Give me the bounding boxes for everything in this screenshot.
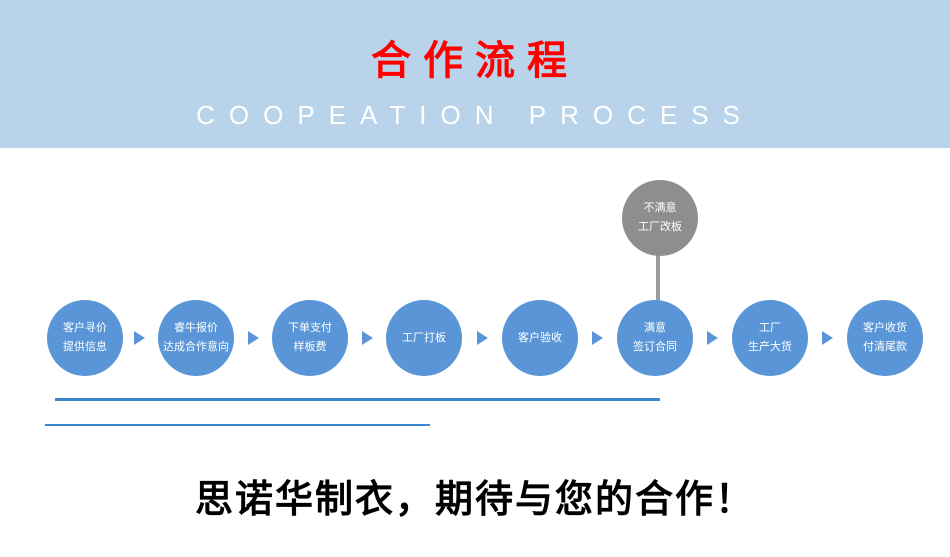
flow-step-label: 生产大货 xyxy=(748,341,792,353)
flow-step-3: 下单支付 样板费 xyxy=(272,300,348,376)
flow-step-label: 客户收货 xyxy=(863,322,907,335)
flow-step-label: 工厂改板 xyxy=(638,221,682,233)
flow-arrow-icon xyxy=(134,331,145,345)
flow-step-label: 工厂打板 xyxy=(402,331,446,344)
flow-step-label: 不满意 xyxy=(643,202,677,215)
flow-step-label: 付清尾款 xyxy=(863,341,907,353)
banner: 合作流程 COOPEATION PROCESS xyxy=(0,0,950,148)
divider-line-long xyxy=(55,398,660,401)
flow-arrow-icon xyxy=(822,331,833,345)
flow-arrow-icon xyxy=(477,331,488,345)
divider-line-short xyxy=(45,424,430,426)
flow-step-7: 工厂 生产大货 xyxy=(732,300,808,376)
banner-title: 合作流程 xyxy=(371,39,579,83)
flow-step-label: 工厂 xyxy=(759,322,781,335)
flow-step-2: 睿牛报价 达成合作意向 xyxy=(158,300,234,376)
branch-connector-line xyxy=(656,255,660,301)
flow-step-label: 签订合同 xyxy=(633,341,677,353)
flow-step-label: 客户验收 xyxy=(518,331,562,344)
flow-arrow-icon xyxy=(362,331,373,345)
flow-step-label: 满意 xyxy=(644,322,666,335)
flow-step-4: 工厂打板 xyxy=(386,300,462,376)
flow-step-branch: 不满意 工厂改板 xyxy=(622,180,698,256)
flow-arrow-icon xyxy=(707,331,718,345)
footer-slogan: 思诺华制衣，期待与您的合作！ xyxy=(194,479,755,521)
flow-step-6: 满意 签订合同 xyxy=(617,300,693,376)
flow-arrow-icon xyxy=(592,331,603,345)
flow-step-label: 提供信息 xyxy=(63,341,107,353)
banner-subtitle: COOPEATION PROCESS xyxy=(196,100,754,130)
flow-step-label: 样板费 xyxy=(293,341,327,353)
flow-arrow-icon xyxy=(248,331,259,345)
flow-step-label: 下单支付 xyxy=(288,322,332,335)
flow-step-1: 客户寻价 提供信息 xyxy=(47,300,123,376)
flow-step-8: 客户收货 付清尾款 xyxy=(847,300,923,376)
flow-step-label: 达成合作意向 xyxy=(163,341,229,353)
flow-step-label: 客户寻价 xyxy=(63,322,107,335)
flow-step-label: 睿牛报价 xyxy=(174,322,218,335)
flow-step-5: 客户验收 xyxy=(502,300,578,376)
